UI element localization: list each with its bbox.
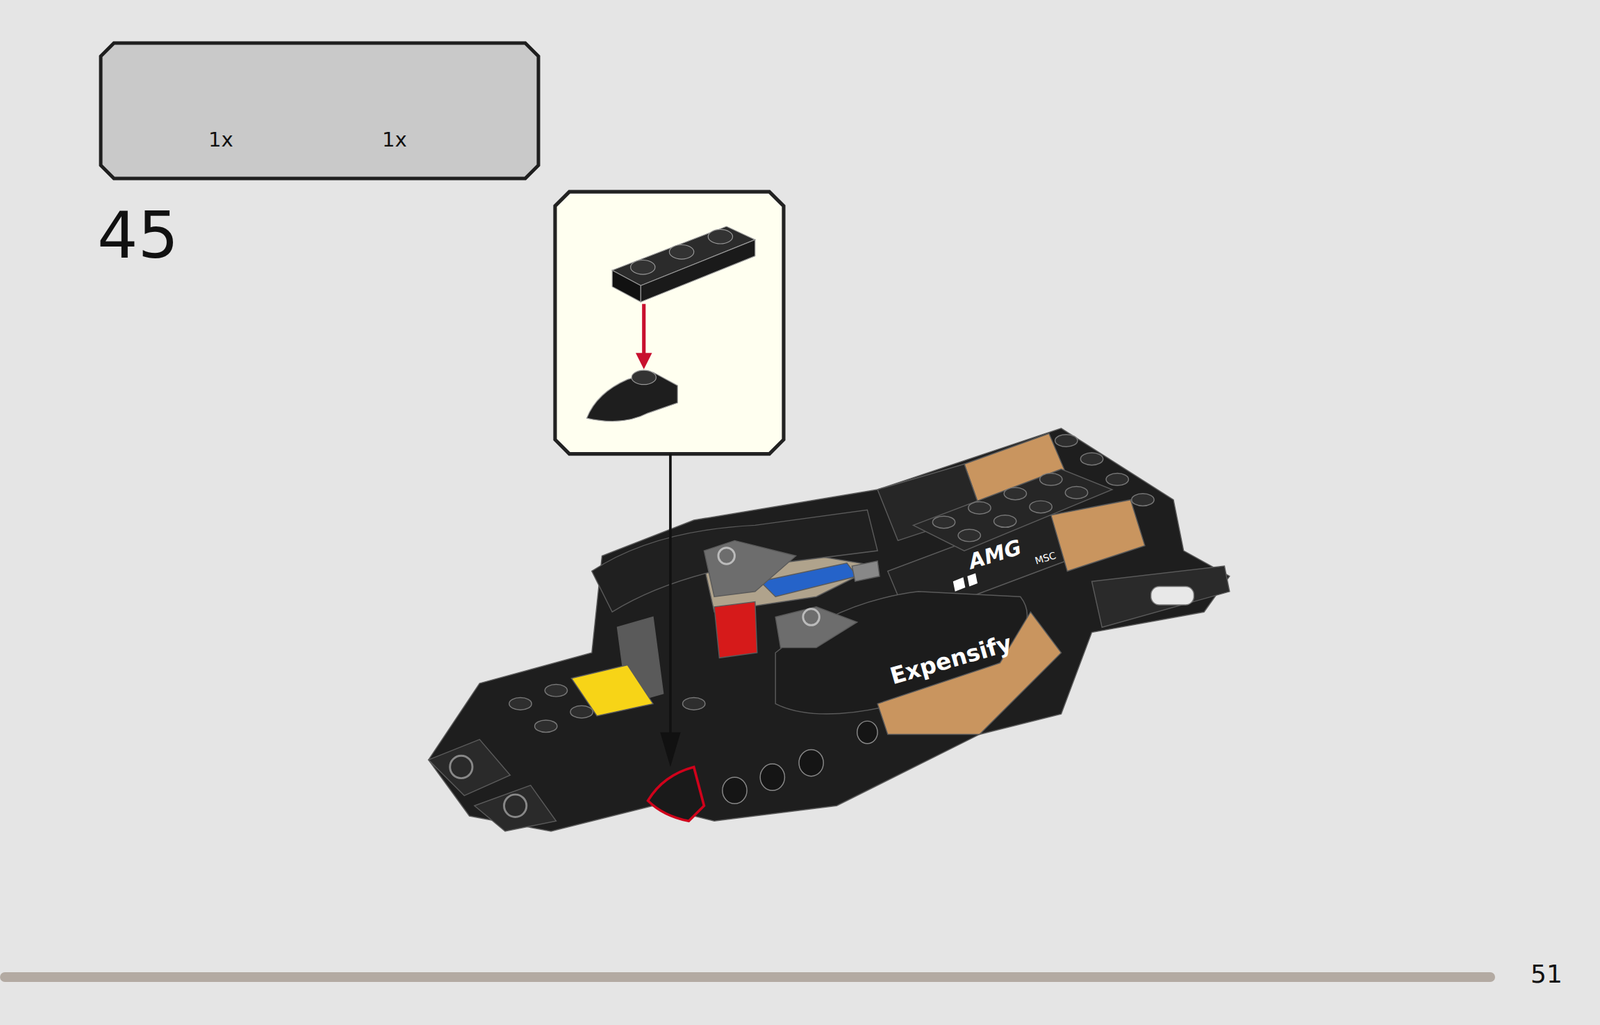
panel-outline <box>98 40 541 181</box>
car-model-part-part <box>1029 500 1052 514</box>
car-model-part <box>775 607 857 649</box>
plate-1x3-part <box>669 244 694 260</box>
plate-1x3-part <box>707 229 733 244</box>
step-number: 45 <box>97 198 179 274</box>
car-model-part <box>1051 500 1145 572</box>
plate-1x3-part <box>640 239 755 303</box>
parts-list-panel: 1x 1x <box>98 40 541 181</box>
car-model-part-part <box>857 721 878 744</box>
car-model-part-part <box>544 684 567 697</box>
car-model-part <box>718 548 735 565</box>
plate-1x3 <box>612 226 756 303</box>
assembly-arrow-head <box>660 732 681 768</box>
car-model-part <box>714 602 758 659</box>
car-model-part <box>803 609 820 626</box>
car-model-part-part <box>722 777 747 804</box>
car-model-part-part <box>958 529 981 542</box>
part-quantity: 1x <box>208 127 234 152</box>
car-model-part <box>703 540 796 597</box>
car-model-part <box>1151 587 1195 606</box>
nose-slope <box>587 370 679 422</box>
plate-1x3-part <box>630 260 656 276</box>
car-model-part-part <box>682 698 706 711</box>
car-model-part-part <box>1055 434 1078 448</box>
panel-shape <box>100 43 539 179</box>
car-model-part <box>851 561 880 582</box>
car-model-part-part <box>932 516 955 529</box>
car-model-part <box>450 755 473 779</box>
car-model-part <box>1092 566 1230 628</box>
plate-1x3-part <box>612 270 641 303</box>
part-quantity: 1x <box>382 127 408 152</box>
nose-slope-part <box>631 370 656 385</box>
car-model-part <box>504 794 527 818</box>
page-number: 51 <box>1530 960 1563 989</box>
car-model-part-part <box>968 502 991 515</box>
car-model-part <box>591 509 878 613</box>
car-model-part-part <box>1131 493 1154 507</box>
car-model-part-part <box>509 698 532 711</box>
page-bar <box>0 972 1496 983</box>
car-model-part-part <box>1003 487 1027 501</box>
place-arrow <box>641 304 646 358</box>
car-model-part <box>509 684 706 733</box>
car-model-part <box>428 428 1230 832</box>
car-model-part <box>932 434 1154 542</box>
car-model-part-part <box>570 705 593 719</box>
car-model-part <box>722 721 878 804</box>
car-model-part-part <box>760 764 785 791</box>
car-model-part <box>967 573 978 587</box>
car-model-part <box>877 612 1061 735</box>
car-model-part <box>648 766 705 822</box>
car-model-part-part <box>1065 487 1088 500</box>
car-model-part-part <box>1080 452 1103 466</box>
car-model-part-part <box>994 515 1017 529</box>
assembly-arrow <box>669 454 672 751</box>
car-model <box>428 428 1230 832</box>
car-model-part <box>474 785 556 832</box>
place-arrow-head <box>635 352 652 369</box>
car-model-part-part <box>534 720 558 733</box>
callout-box <box>555 191 784 454</box>
car-model-part <box>428 739 510 797</box>
car-model-part-part <box>798 749 824 777</box>
car-model-part-part <box>1040 473 1063 486</box>
car-model-part <box>953 577 966 592</box>
car-model-part-part <box>1106 473 1129 486</box>
instruction-art-part <box>209 74 1230 832</box>
